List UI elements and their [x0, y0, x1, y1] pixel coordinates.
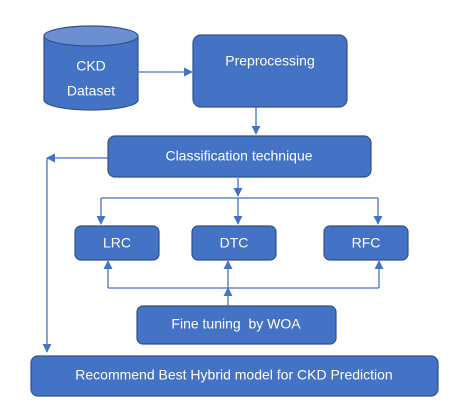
dtc-node: DTC	[191, 225, 277, 261]
dataset-cylinder-top	[43, 25, 139, 47]
rfc-node: RFC	[323, 225, 409, 261]
lrc-label: LRC	[103, 235, 131, 251]
ckd-dataset-node: CKD Dataset	[43, 25, 139, 111]
classification-node: Classification technique	[107, 135, 372, 178]
recommend-label: Recommend Best Hybrid model for CKD Pred…	[75, 367, 392, 383]
classification-label: Classification technique	[165, 148, 312, 164]
rfc-label: RFC	[352, 235, 381, 251]
dataset-label-line1: CKD	[76, 58, 106, 74]
preprocessing-label: Preprocessing	[225, 53, 315, 69]
recommend-node: Recommend Best Hybrid model for CKD Pred…	[30, 355, 439, 397]
dtc-label: DTC	[220, 235, 249, 251]
fine-tuning-node: Fine tuning by WOA	[136, 305, 337, 345]
preprocessing-node: Preprocessing	[192, 34, 348, 108]
dataset-cylinder-body	[43, 36, 139, 111]
fine-tuning-label: Fine tuning by WOA	[171, 316, 301, 332]
dataset-label-line2: Dataset	[67, 83, 115, 99]
lrc-node: LRC	[74, 225, 160, 261]
